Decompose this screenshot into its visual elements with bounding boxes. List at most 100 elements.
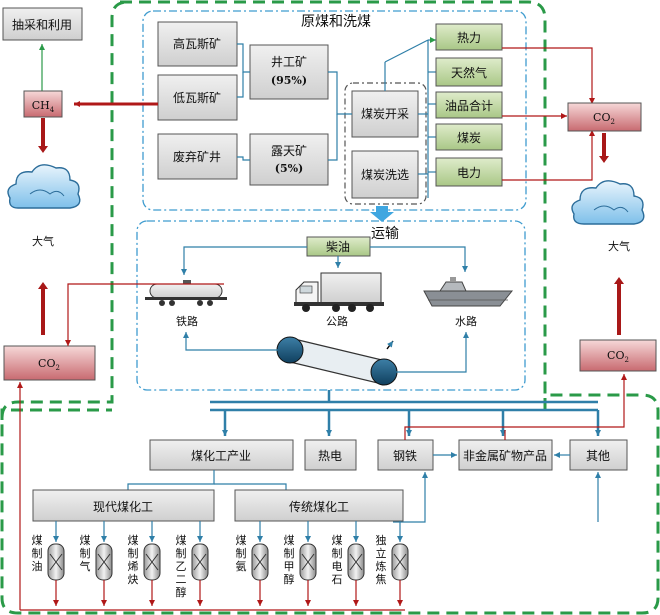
svg-text:柴油: 柴油 [326,240,350,254]
product-label-char: 油 [32,559,43,573]
product-reactor: 煤制氨 [236,521,269,606]
mining-section-box [142,10,527,211]
mining-connectors [237,37,436,198]
product-label-char: 电 [332,560,343,573]
svg-text:废弃矿井: 废弃矿井 [173,149,221,164]
svg-text:CH4: CH4 [32,99,55,114]
ch4-box: CH4 [23,90,63,118]
product-label-char: 制 [176,547,187,560]
mining-section-title: 原煤和洗煤 [301,14,371,30]
co2-box-left: CO2 [3,345,96,381]
industry-box-other: 其他 [569,439,628,471]
product-label-char: 独 [376,534,387,547]
product-label-char: 煤 [176,534,187,547]
product-label-char: 煤 [32,534,43,547]
rail-label: 铁路 [176,315,198,328]
svg-text:油品合计: 油品合计 [445,98,493,113]
energy-box-oil: 油品合计 [435,91,503,119]
product-label-char: 制 [284,547,295,560]
reactor-cross [145,553,159,571]
reactor-cross [49,553,63,571]
svg-text:大气: 大气 [608,239,630,253]
svg-text:煤炭洗选: 煤炭洗选 [361,168,409,182]
industry-box-modern: 现代煤化工 [32,489,215,522]
svg-text:露天矿: 露天矿 [271,144,307,158]
co2-box-top-right: CO2 [567,102,642,132]
conveyor-belt-icon [276,336,398,386]
svg-text:热力: 热力 [457,31,481,45]
industry-cross-arrows [127,452,601,523]
svg-text:CO2: CO2 [593,111,615,126]
co2-box-lower-right: CO2 [579,339,657,372]
reactor-cross [301,553,315,571]
energy-box-natural-gas: 天然气 [435,57,503,87]
svg-text:非金属矿物产品: 非金属矿物产品 [463,448,547,463]
truck-icon [294,272,384,312]
energy-box-electricity: 电力 [435,157,503,187]
industry-to-co2-arrows [404,374,627,440]
region-lower-boundary [0,398,547,420]
process-box-mining: 煤炭开采 [351,90,419,138]
industry-connectors [210,390,601,436]
water-label: 水路 [455,315,477,328]
industry-box-steel: 钢铁 [377,439,434,471]
product-label-char: 制 [32,547,43,560]
diesel-connectors [181,246,468,275]
svg-text:热电: 热电 [318,449,342,463]
atmosphere-cloud-left: 大气 [7,164,81,248]
svg-text:井工矿: 井工矿 [271,55,307,69]
product-reactor: 煤制气 [80,521,113,606]
svg-text:(95%): (95%) [271,74,307,87]
product-label-char: 石 [332,573,343,586]
diesel-box: 柴油 [306,236,371,257]
svg-text:煤炭开采: 煤炭开采 [361,107,409,121]
mine-box-high-gas: 高瓦斯矿 [157,21,238,67]
product-label-char: 醇 [284,572,295,586]
product-label-char: 炼 [376,559,387,573]
industry-box-non-metal: 非金属矿物产品 [458,439,553,471]
svg-text:天然气: 天然气 [451,65,487,80]
reactor-cross [193,553,207,571]
ship-icon [423,277,514,307]
product-label-char: 氨 [236,560,247,573]
product-label-char: 煤 [128,534,139,547]
energy-box-coal: 煤炭 [435,123,503,151]
reactor-cross [393,553,407,571]
svg-text:传统煤化工: 传统煤化工 [289,499,349,514]
product-label-char: 制 [128,547,139,560]
reactor-cross [253,553,267,571]
road-label: 公路 [326,315,348,328]
mine-box-underground: 井工矿 (95%) [249,44,329,100]
svg-text:钢铁: 钢铁 [393,449,417,463]
product-label-char: 制 [80,547,91,560]
product-label-char: 烯 [128,560,139,573]
product-label-char: 煤 [80,534,91,547]
transport-section-title: 运输 [371,226,399,242]
svg-text:现代煤化工: 现代煤化工 [93,500,153,514]
svg-text:大气: 大气 [32,234,54,248]
product-label-char: 气 [80,559,91,573]
svg-text:CO2: CO2 [607,349,629,364]
reactor-cross [97,553,111,571]
atmosphere-cloud-right: 大气 [571,180,645,253]
transport-section-box [136,220,526,391]
rail-tanker-icon [145,280,227,306]
process-box-washing: 煤炭洗选 [351,150,419,199]
product-label-char: 煤 [332,534,343,547]
product-label-char: 二 [176,573,187,586]
svg-text:低瓦斯矿: 低瓦斯矿 [173,91,221,105]
industry-box-thermal-power: 热电 [304,439,357,471]
product-label-char: 立 [376,546,387,560]
mine-box-low-gas: 低瓦斯矿 [157,74,238,121]
product-label-char: 炔 [128,573,139,586]
rail-to-co2-arrow [65,283,224,346]
product-label-char: 乙 [176,560,187,573]
svg-text:电力: 电力 [457,166,481,180]
industry-box-coal-chemical: 煤化工产业 [149,439,294,471]
